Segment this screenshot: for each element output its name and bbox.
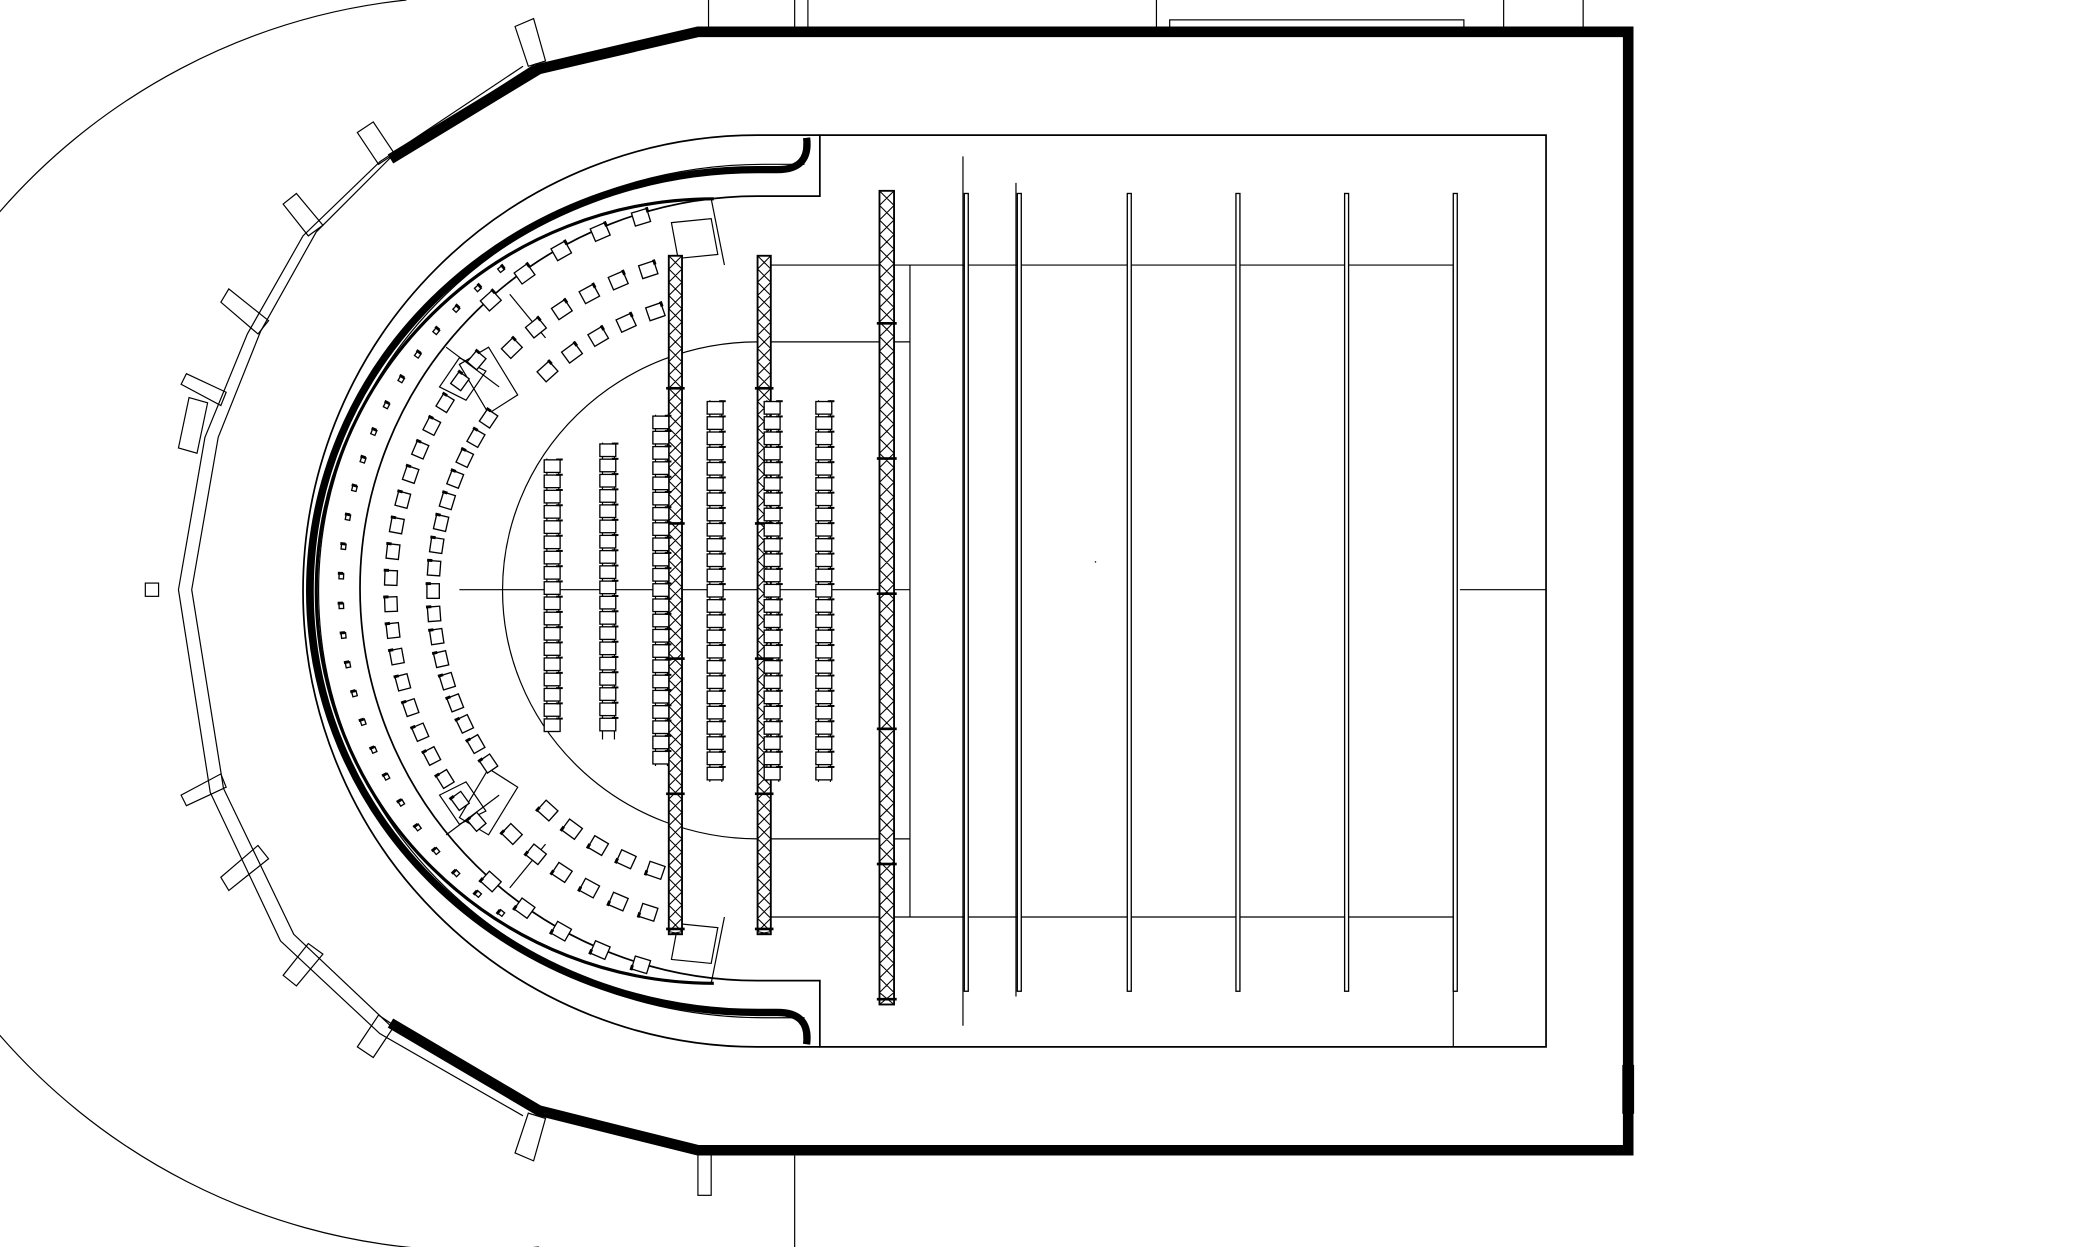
outer-site-arc [0,0,539,1247]
truss-1 [666,254,685,936]
lobby-edge [302,134,820,1048]
lighting-trusses [666,189,897,1006]
gallery-side-outer-row [383,348,487,833]
stalls-arc [501,341,910,840]
stalls-row-1 [543,458,563,733]
gallery-seats [337,206,666,975]
gallery-rail [312,143,805,1039]
stalls-row-5 [763,400,783,782]
gallery-inner-wall [314,197,714,985]
auditorium-inner-wall [359,134,1547,1048]
stage-batten-lines [963,182,1458,997]
box-lower-middle-row [499,822,659,923]
door-opening [1622,1064,1635,1114]
stage-grid-lines [459,156,1547,1047]
centre-mark [1094,561,1097,563]
gallery-outer-wall [306,137,811,1045]
box-lower-inner-row [535,799,666,881]
stalls-row-4 [706,400,726,782]
stalls-seat-rows [543,400,835,782]
gallery-rail-ticks [337,263,506,918]
stalls-row-3 [652,414,672,766]
box-lower-outer-row [478,870,652,975]
box-upper-middle-row [500,259,659,360]
stalls-row-6 [815,400,835,782]
truss-3 [876,189,897,1006]
gallery-side-inner-row [425,406,499,774]
box-upper-inner-row [536,300,666,383]
stalls-row-2 [599,442,619,740]
building-envelope-wall [387,26,1634,1156]
box-upper-outer-row [479,206,652,312]
adjacent-structure-lines [707,0,1584,1247]
